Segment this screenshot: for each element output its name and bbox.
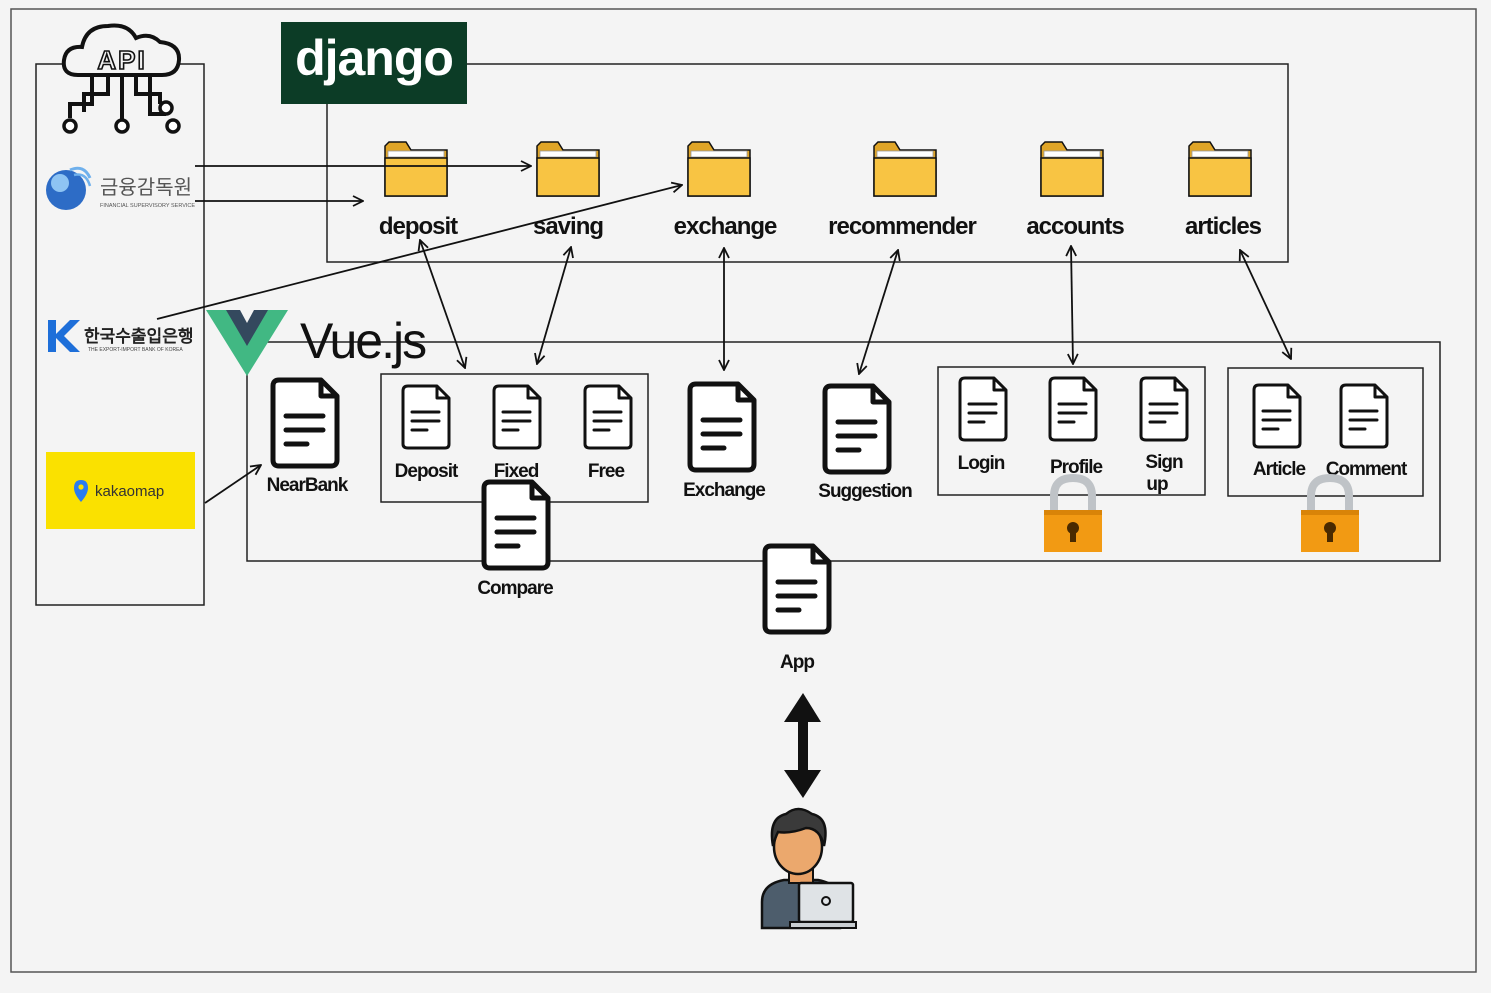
arrow-articles-to-community-pages — [1240, 250, 1291, 359]
fss-name-en: FINANCIAL SUPERVISORY SERVICE — [100, 203, 195, 209]
kakaomap-name: kakaomap — [95, 483, 164, 500]
profile-label: Profile — [1050, 457, 1103, 478]
fixed-label: Fixed — [494, 461, 539, 482]
app-label-articles: articles — [1185, 213, 1262, 240]
fixed-doc-icon — [492, 384, 542, 450]
comment-label: Comment — [1326, 459, 1408, 480]
app-label-accounts: accounts — [1026, 213, 1124, 240]
free-doc-icon — [583, 384, 633, 450]
accounts-group — [937, 366, 1206, 496]
arrow-recommender-to-suggestion — [859, 250, 898, 374]
exchange-label: Exchange — [683, 480, 765, 501]
vue-logo: Vue.js — [206, 310, 428, 376]
arrow-deposit-app-to-products — [420, 240, 465, 368]
comment-doc-icon — [1339, 383, 1389, 449]
article-doc-icon — [1252, 383, 1302, 449]
vue-panel — [246, 341, 1441, 562]
app-label: App — [780, 652, 814, 673]
suggestion-doc-icon — [825, 386, 889, 472]
nearbank-label: NearBank — [267, 475, 349, 496]
deposit-label: Deposit — [395, 461, 459, 482]
login-doc-icon — [958, 376, 1008, 442]
signup-doc-icon — [1139, 376, 1189, 442]
app-label-deposit: deposit — [379, 213, 458, 240]
user-app-arrow — [784, 693, 821, 798]
folder-articles — [1188, 141, 1252, 197]
signup-label-line2: up — [1146, 474, 1168, 495]
nearbank-doc-icon — [273, 380, 337, 466]
api-cloud-icon: API — [61, 23, 182, 134]
folder-accounts — [1040, 141, 1104, 197]
free-label: Free — [588, 461, 625, 482]
deposit-doc-icon — [401, 384, 451, 450]
django-logo: django — [281, 22, 467, 104]
kexim-name-en: THE EXPORT-IMPORT BANK OF KOREA — [88, 347, 183, 353]
profile-doc-icon — [1048, 376, 1098, 442]
article-label: Article — [1253, 459, 1306, 480]
kexim-name-ko: 한국수출입은행 — [84, 327, 193, 346]
compare-doc-icon — [484, 482, 548, 568]
arrow-accounts-to-account-pages — [1071, 246, 1073, 364]
api-cloud-label: API — [97, 45, 146, 75]
suggestion-label: Suggestion — [818, 481, 912, 502]
kexim-logo: 한국수출입은행 THE EXPORT-IMPORT BANK OF KOREA — [48, 320, 193, 353]
exchange-doc-icon — [690, 384, 754, 470]
kakaomap-logo: kakaomap — [46, 452, 195, 529]
fss-name-ko: 금융감독원 — [100, 176, 192, 199]
folder-saving — [536, 141, 600, 197]
app-doc-icon — [765, 546, 829, 632]
arrow-saving-app-to-products — [537, 247, 571, 364]
app-label-saving: saving — [533, 213, 603, 240]
community-group — [1227, 367, 1424, 497]
fss-logo: 금융감독원 FINANCIAL SUPERVISORY SERVICE — [46, 166, 195, 210]
folder-deposit — [384, 141, 448, 197]
app-label-exchange: exchange — [674, 213, 777, 240]
user-avatar-icon — [760, 807, 857, 930]
django-panel — [326, 63, 1289, 263]
compare-label: Compare — [477, 578, 553, 599]
folder-exchange — [687, 141, 751, 197]
connections — [156, 166, 1291, 504]
vue-logo-text: Vue.js — [300, 313, 426, 369]
folder-recommender — [873, 141, 937, 197]
arrow-kakao-to-nearbank — [204, 465, 261, 504]
django-logo-text: django — [295, 30, 453, 86]
login-label: Login — [958, 453, 1005, 474]
app-label-recommender: recommender — [828, 213, 976, 240]
signup-label-line1: Sign — [1145, 452, 1183, 473]
